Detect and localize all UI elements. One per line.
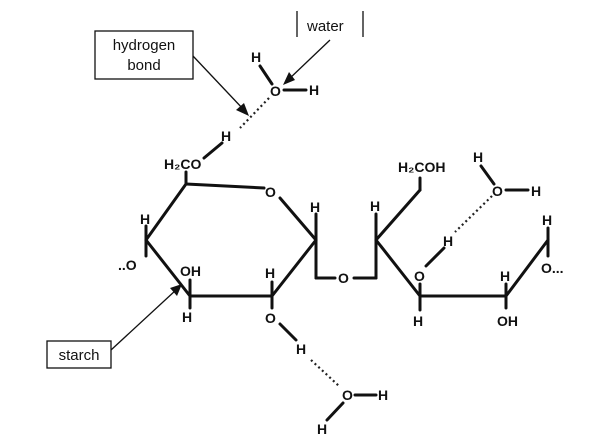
svg-text:H: H bbox=[310, 199, 320, 215]
svg-text:O: O bbox=[414, 268, 425, 284]
svg-text:H: H bbox=[500, 268, 510, 284]
svg-text:bond: bond bbox=[127, 57, 160, 74]
svg-text:H: H bbox=[317, 421, 327, 437]
glycosidic-oxygen: O bbox=[338, 270, 378, 286]
svg-text:H: H bbox=[265, 265, 275, 281]
left-glucose-ring: O bbox=[144, 182, 318, 298]
svg-text:OH: OH bbox=[180, 263, 201, 279]
svg-text:O: O bbox=[492, 183, 503, 199]
right-water-molecule: H O H bbox=[473, 149, 541, 199]
water-pointer-arrow bbox=[283, 39, 331, 85]
hydrogen-bond-label: hydrogen bond bbox=[94, 30, 194, 80]
svg-text:H: H bbox=[531, 183, 541, 199]
water-label: water bbox=[296, 11, 364, 37]
svg-text:H: H bbox=[473, 149, 483, 165]
svg-text:H₂CO: H₂CO bbox=[164, 156, 201, 172]
left-ring-substituents: H₂CO H H ..O OH H H O H H bbox=[118, 128, 337, 357]
svg-text:H: H bbox=[140, 211, 150, 227]
svg-text:hydrogen: hydrogen bbox=[113, 37, 176, 54]
svg-text:H: H bbox=[443, 233, 453, 249]
svg-text:O: O bbox=[265, 310, 276, 326]
starch-pointer-arrow bbox=[110, 284, 182, 351]
svg-text:starch: starch bbox=[59, 347, 100, 364]
bottom-water-molecule: O H H bbox=[317, 387, 388, 437]
hbond-bottom bbox=[310, 359, 340, 387]
svg-text:..O: ..O bbox=[118, 257, 137, 273]
svg-text:H: H bbox=[370, 198, 380, 214]
svg-text:H: H bbox=[542, 212, 552, 228]
top-water-molecule: H O H bbox=[251, 49, 319, 99]
svg-text:H: H bbox=[221, 128, 231, 144]
svg-text:O: O bbox=[265, 184, 276, 200]
right-ring-substituents: H₂COH H O H H H OH H O... bbox=[370, 159, 564, 329]
svg-text:H: H bbox=[296, 341, 306, 357]
svg-text:O: O bbox=[338, 270, 349, 286]
svg-text:H: H bbox=[309, 82, 319, 98]
hydrogen-bonds bbox=[239, 97, 493, 387]
right-glucose-ring bbox=[374, 188, 550, 298]
hbond-top bbox=[239, 97, 270, 129]
hydrogen-bond-pointer-arrow bbox=[192, 55, 249, 116]
hbond-right bbox=[454, 195, 493, 233]
svg-text:O: O bbox=[342, 387, 353, 403]
svg-text:H: H bbox=[378, 387, 388, 403]
svg-text:OH: OH bbox=[497, 313, 518, 329]
svg-text:O...: O... bbox=[541, 260, 564, 276]
svg-text:O: O bbox=[270, 83, 281, 99]
svg-text:H: H bbox=[182, 309, 192, 325]
starch-label: starch bbox=[46, 340, 112, 369]
svg-text:water: water bbox=[306, 18, 344, 35]
svg-text:H: H bbox=[413, 313, 423, 329]
svg-text:H₂COH: H₂COH bbox=[398, 159, 445, 175]
svg-text:H: H bbox=[251, 49, 261, 65]
